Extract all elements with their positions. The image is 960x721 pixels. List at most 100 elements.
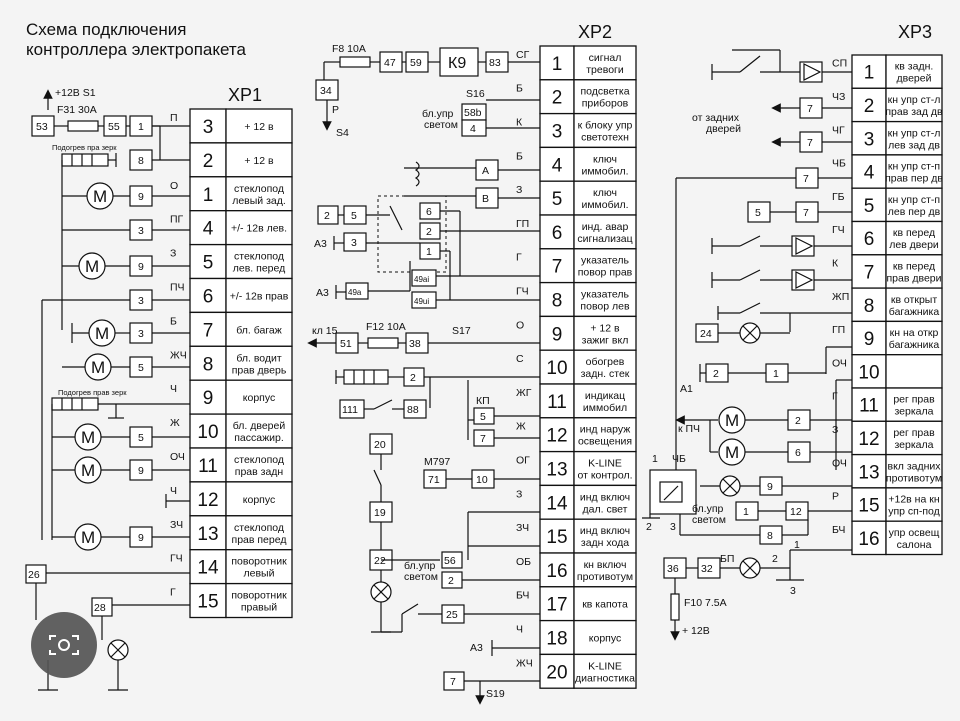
svg-text:7: 7 xyxy=(803,173,809,185)
xp1-wire-color: Б xyxy=(170,315,177,327)
svg-text:9: 9 xyxy=(138,191,144,203)
svg-text:51: 51 xyxy=(340,338,352,350)
svg-text:22: 22 xyxy=(374,555,386,567)
svg-text:бл.упр: бл.упр xyxy=(692,503,724,515)
xp3-pin-number: 11 xyxy=(859,396,879,417)
svg-text:2: 2 xyxy=(448,575,454,587)
xp3-pin-label-2: багажника xyxy=(889,339,940,351)
svg-text:71: 71 xyxy=(428,474,440,486)
svg-text:2: 2 xyxy=(713,368,719,380)
xp1-wire-color: ЗЧ xyxy=(170,519,183,531)
xp2-pin-label: инд включ xyxy=(580,491,630,503)
xp1-pin-number: 10 xyxy=(197,422,218,443)
xp2-pin-label-2: дал. свет xyxy=(583,503,628,515)
svg-text:7: 7 xyxy=(450,676,456,688)
svg-text:9: 9 xyxy=(138,465,144,477)
label-heater-top: Подогрев пра зерк xyxy=(52,143,117,152)
svg-text:9: 9 xyxy=(138,532,144,544)
svg-text:3: 3 xyxy=(138,225,144,237)
xp2-wire-color: Б xyxy=(516,83,523,95)
xp2-pin-label-2: тревоги xyxy=(586,64,624,76)
svg-text:К9: К9 xyxy=(448,55,466,72)
xp1-circuit: +12В S1 F31 30A 53 55 1 8 Подогрев пра з… xyxy=(25,87,190,691)
xp1-wire-color: П xyxy=(170,112,178,124)
xp2-pin-label: корпус xyxy=(589,633,621,645)
lens-search-button[interactable] xyxy=(31,612,97,678)
svg-text:А3: А3 xyxy=(470,642,483,654)
xp3-pin-label: кв перед xyxy=(893,227,935,239)
xp2-pin-label: инд. авар xyxy=(582,221,629,233)
svg-text:9: 9 xyxy=(767,481,773,493)
xp3-pin-label-2: лев зад дв xyxy=(888,139,940,151)
svg-text:88: 88 xyxy=(407,404,419,416)
label-53: 53 xyxy=(36,121,48,133)
xp1-pin-label: бл. дверей xyxy=(233,420,286,432)
xp2-pin-label: кв капота xyxy=(582,599,628,611)
xp1-wire-color: Г xyxy=(170,587,176,599)
xp3-wire-color: ЧЗ xyxy=(832,91,845,103)
xp2-pin-label: K-LINE xyxy=(588,458,622,470)
svg-text:28: 28 xyxy=(94,602,106,614)
xp2-pin-label-2: иммобил. xyxy=(581,165,628,177)
svg-text:6: 6 xyxy=(795,447,801,459)
xp2-pin-number: 9 xyxy=(552,324,563,345)
xp1-pin-label: +/- 12в лев. xyxy=(231,223,287,235)
xp1-pin-label: поворотник xyxy=(231,590,287,602)
svg-text:M: M xyxy=(85,257,99,276)
xp1-pin-number: 13 xyxy=(197,524,218,545)
svg-text:7: 7 xyxy=(803,207,809,219)
svg-text:25: 25 xyxy=(446,609,458,621)
svg-text:кл 15: кл 15 xyxy=(312,325,338,337)
xp3-pin-number: 1 xyxy=(864,63,875,84)
xp1-pin-label: стеклопод xyxy=(234,251,284,263)
svg-text:S17: S17 xyxy=(452,325,471,337)
xp2-wire-color: Б xyxy=(516,150,523,162)
svg-text:бл.упр: бл.упр xyxy=(422,108,454,120)
svg-text:M: M xyxy=(91,358,105,377)
xp3-pin-number: 8 xyxy=(864,296,875,317)
svg-text:12: 12 xyxy=(790,506,802,518)
svg-text:3: 3 xyxy=(790,585,796,597)
svg-text:А3: А3 xyxy=(314,238,327,250)
xp2-pin-number: 8 xyxy=(552,291,563,312)
svg-text:8: 8 xyxy=(138,155,144,167)
svg-text:А3: А3 xyxy=(316,287,329,299)
svg-text:S4: S4 xyxy=(336,127,349,139)
xp2-pin-label-2: диагностика xyxy=(575,672,635,684)
svg-text:8: 8 xyxy=(767,530,773,542)
xp1-pin-label: корпус xyxy=(243,392,275,404)
xp3-pin-label: вкл задних xyxy=(887,460,941,472)
xp1-pin-number: 14 xyxy=(197,558,219,579)
svg-text:F10 7.5A: F10 7.5A xyxy=(684,597,727,609)
xp3-pin-label: кв открыт xyxy=(891,294,937,306)
xp1-pin-label-2: прав задн xyxy=(235,466,284,478)
xp2-wire-color: БЧ xyxy=(516,590,529,602)
svg-text:M: M xyxy=(81,461,95,480)
svg-text:А: А xyxy=(482,165,489,177)
xp3-pin-label-2: багажника xyxy=(889,306,940,318)
xp3-pin-label: кн упр ст-п xyxy=(888,194,940,206)
xp3-header: XP3 xyxy=(898,22,932,42)
svg-text:M: M xyxy=(93,187,107,206)
svg-text:S16: S16 xyxy=(466,88,485,100)
xp1-pin-number: 1 xyxy=(203,185,214,206)
xp1-pin-label-2: правый xyxy=(241,602,277,614)
svg-text:M: M xyxy=(725,443,739,462)
svg-text:к ПЧ: к ПЧ xyxy=(678,423,700,435)
xp3-pin-number: 10 xyxy=(858,362,879,383)
svg-text:58b: 58b xyxy=(464,107,482,119)
xp3-pin-label-2: прав зад дв xyxy=(885,106,943,118)
